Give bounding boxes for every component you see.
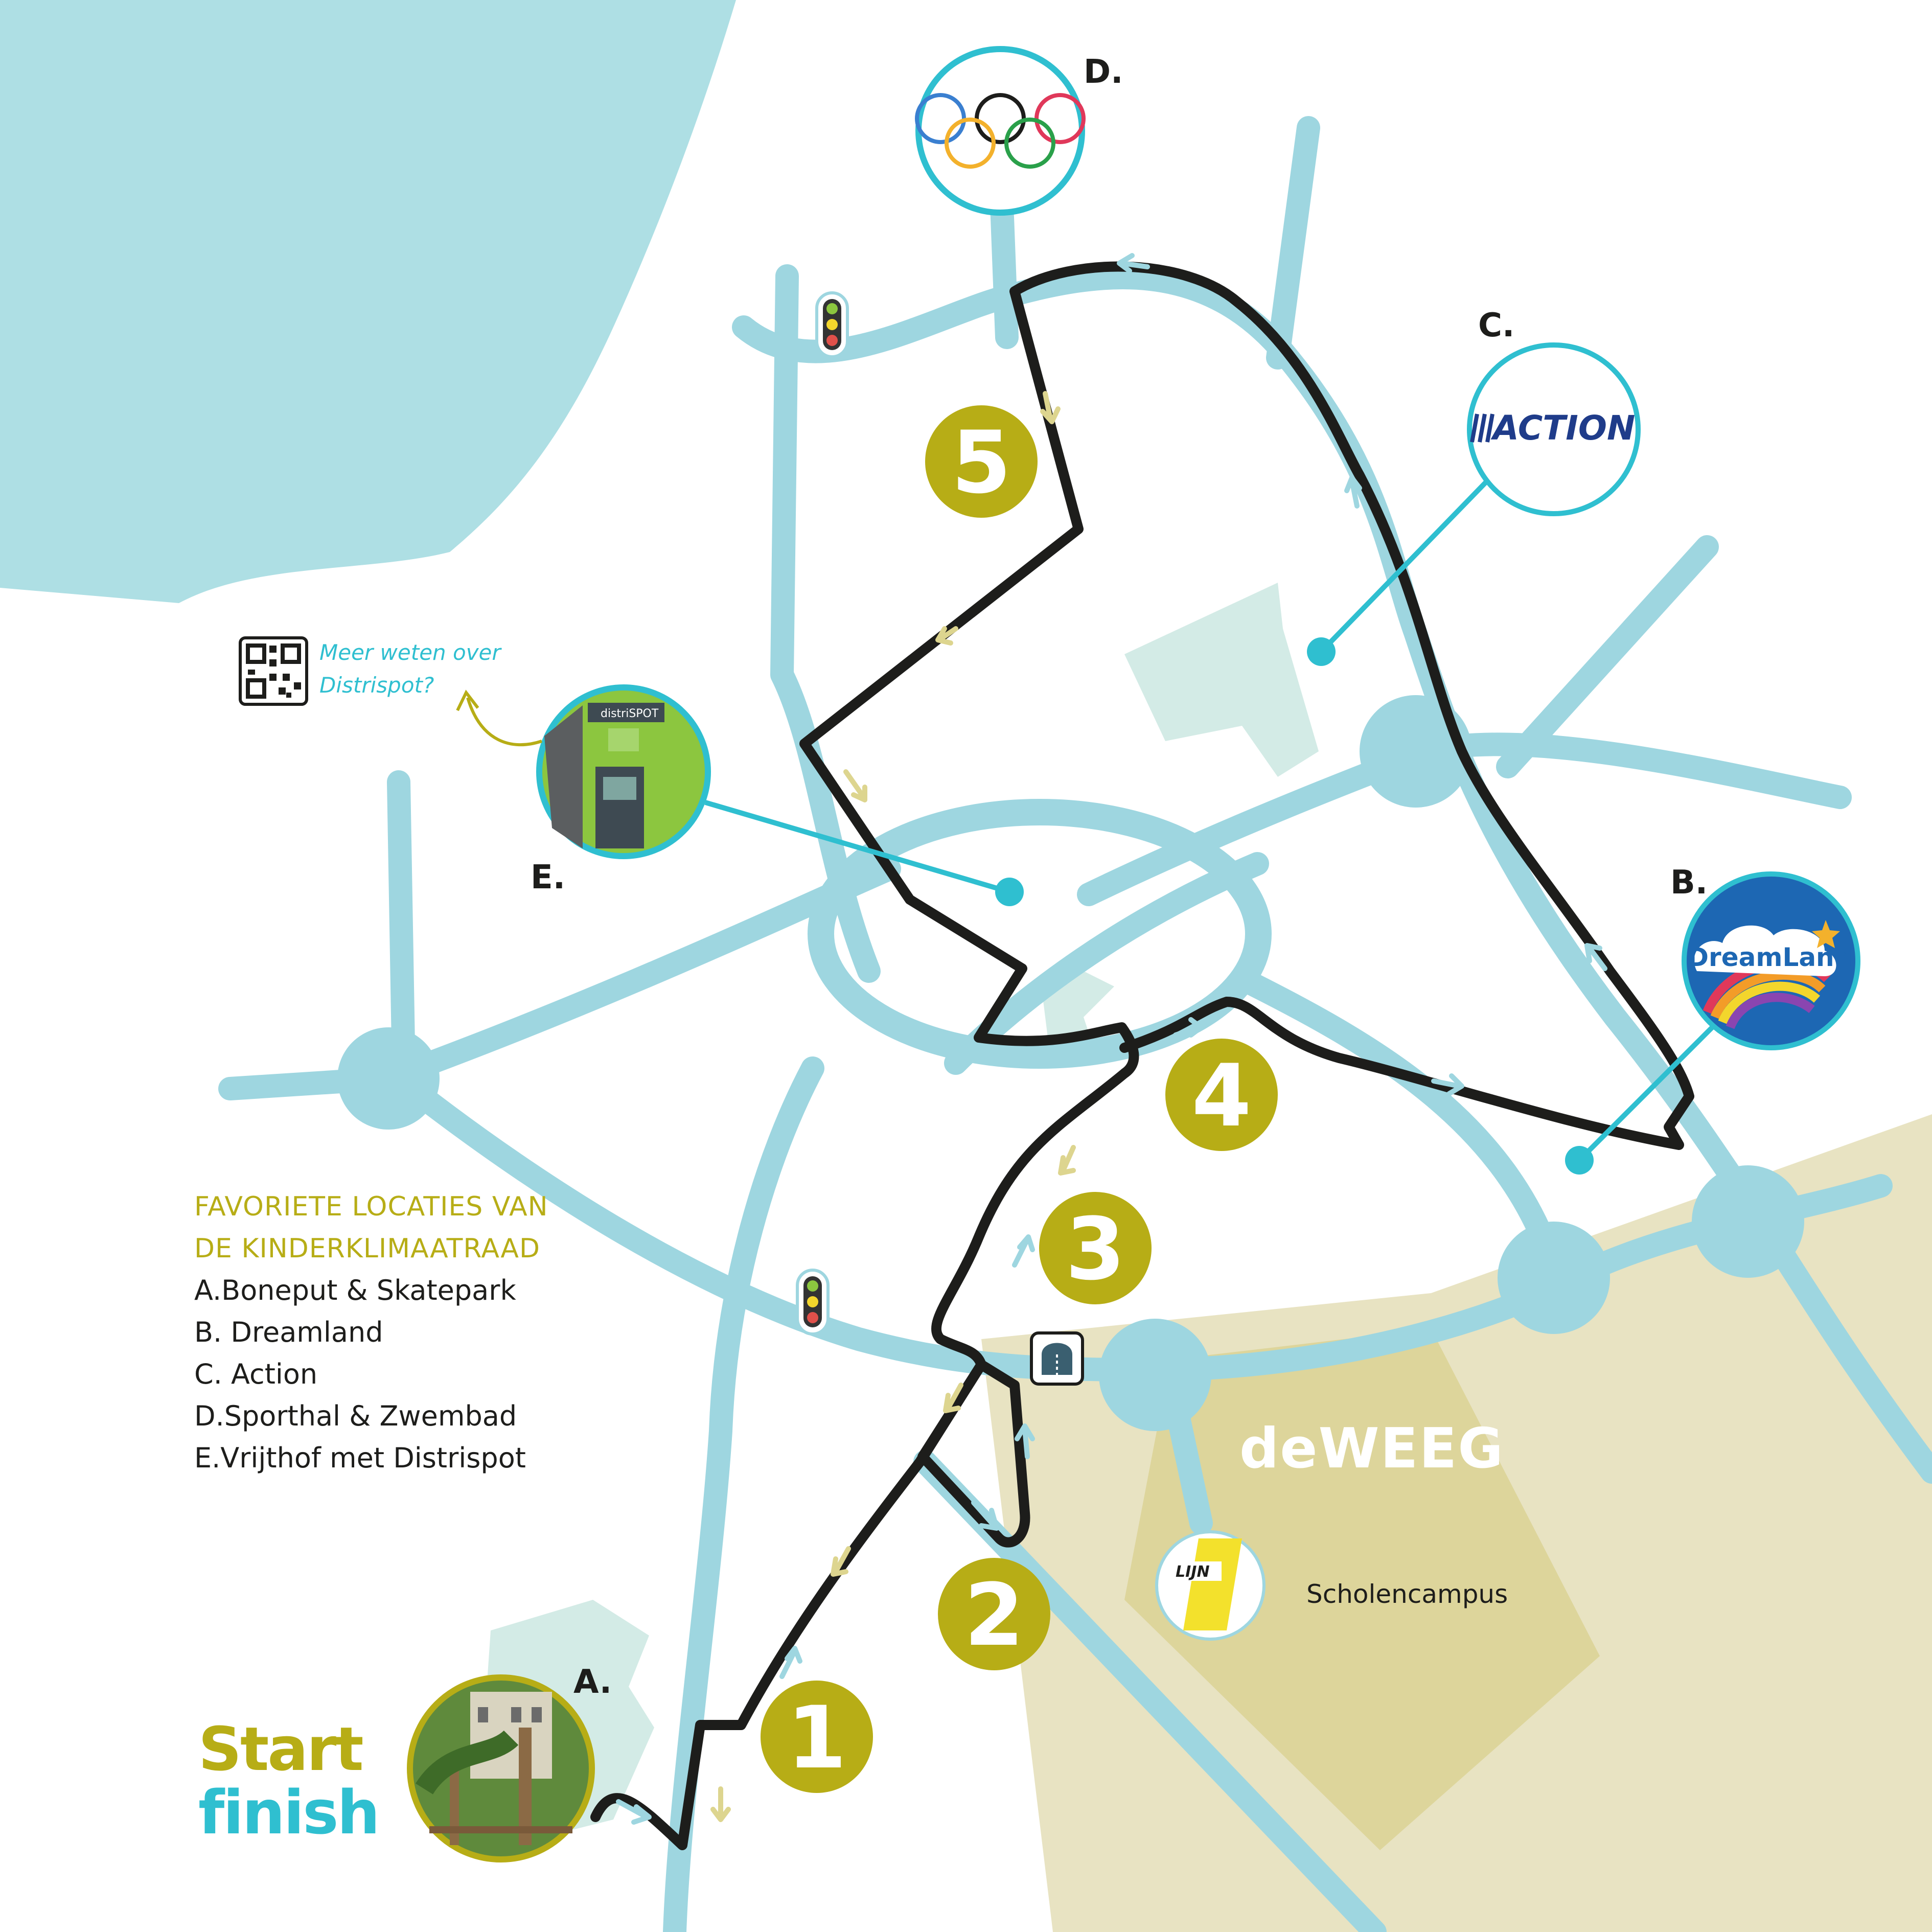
- legend-item-b: B. Dreamland: [194, 1316, 383, 1348]
- qr-note-line2: Distrispot?: [319, 673, 434, 698]
- route-arrow-icon: [1058, 1145, 1076, 1176]
- location-d-badge[interactable]: [915, 46, 1086, 216]
- route-arrow-icon: [779, 1646, 802, 1679]
- legend-item-c: C. Action: [194, 1358, 318, 1390]
- route-arrow-icon: [935, 626, 958, 646]
- dreamland-logo-text: DreamLand: [1688, 942, 1853, 972]
- route-arrow-icon: [1012, 1234, 1035, 1268]
- route-arrow-icon: [616, 1799, 652, 1825]
- step-3-marker: 3: [1039, 1192, 1152, 1304]
- location-e-letter: E.: [531, 859, 565, 896]
- route-arrow-icon: [1015, 1423, 1035, 1459]
- finish-label: finish: [198, 1777, 380, 1848]
- svg-text:3: 3: [1066, 1199, 1125, 1299]
- route-arrow-icon: [1344, 475, 1362, 509]
- action-logo: ACTION: [1470, 408, 1635, 448]
- legend-title-line2: DE KINDERKLIMAATRAAD: [194, 1233, 541, 1264]
- traffic-light-icon: [796, 1269, 830, 1336]
- svg-text:4: 4: [1192, 1046, 1252, 1146]
- location-c-badge[interactable]: ACTION: [1467, 342, 1641, 516]
- star-icon: [1812, 920, 1840, 948]
- location-b-badge[interactable]: DreamLand: [1682, 871, 1860, 1050]
- start-finish-label: Start finish: [198, 1714, 380, 1848]
- legend-item-a: A.Boneput & Skatepark: [194, 1274, 516, 1306]
- location-dot-e: [995, 878, 1024, 906]
- legend-title-line1: FAVORIETE LOCATIES VAN: [194, 1191, 548, 1222]
- step-markers: 1 2 3 4 5: [761, 405, 1278, 1793]
- route-line: [590, 261, 1694, 1850]
- step-2-marker: 2: [938, 1558, 1050, 1670]
- location-d-letter: D.: [1084, 53, 1123, 91]
- route-arrow-icon: [1431, 1073, 1464, 1096]
- route-arrow-icon: [943, 1383, 963, 1413]
- step-5-marker: 5: [925, 405, 1038, 518]
- qr-code-icon[interactable]: [239, 636, 308, 706]
- location-dot-b: [1565, 1146, 1594, 1175]
- legend: FAVORIETE LOCATIES VAN DE KINDERKLIMAATR…: [194, 1186, 548, 1479]
- distrispot-sign: distriSPOT: [601, 707, 659, 720]
- start-label: Start: [198, 1714, 364, 1784]
- cloud-icon: [1694, 925, 1836, 976]
- location-e-badge[interactable]: distriSPOT: [536, 684, 711, 859]
- svg-text:1: 1: [787, 1688, 847, 1788]
- location-pointers: [704, 468, 1719, 1162]
- legend-item-d: D.Sporthal & Zwembad: [194, 1400, 517, 1432]
- location-c-letter: C.: [1478, 307, 1514, 344]
- action-logo-text: ACTION: [1490, 408, 1635, 448]
- scholencampus-label: Scholencampus: [1306, 1579, 1508, 1609]
- olympic-rings-icon: [915, 93, 1086, 169]
- location-b-letter: B.: [1670, 864, 1708, 902]
- bus-stop-icon[interactable]: LIJN: [1155, 1530, 1266, 1641]
- route-arrow-icon: [1040, 391, 1061, 424]
- traffic-light-icon: [815, 291, 849, 358]
- lijn-logo-text: LIJN: [1176, 1563, 1210, 1581]
- route-arrow-icon: [710, 1786, 731, 1822]
- route-arrows: [616, 253, 1607, 1825]
- park-area-c: [1124, 583, 1319, 777]
- route-arrow-icon: [843, 769, 867, 802]
- qr-note: Meer weten over Distrispot?: [319, 636, 501, 702]
- location-a-letter: A.: [573, 1663, 612, 1701]
- roundabouts: [337, 695, 1804, 1431]
- deweeg-logo: deWEEG: [1239, 1417, 1504, 1481]
- route-arrow-icon: [971, 1500, 999, 1531]
- route-arrow-icon: [831, 1546, 851, 1577]
- legend-item-e: E.Vrijthof met Distrispot: [194, 1442, 526, 1474]
- qr-note-line1: Meer weten over: [319, 640, 501, 665]
- vrijthof-ring: [808, 799, 1272, 1069]
- water-area: [0, 0, 736, 603]
- step-4-marker: 4: [1165, 1039, 1278, 1151]
- scholencampus-area: [1124, 1329, 1600, 1850]
- location-dot-c: [1307, 637, 1336, 666]
- qr-pointer-arrow: [466, 697, 542, 746]
- route-arrow-icon: [1173, 1017, 1204, 1038]
- qr-pointer-arrowhead: [456, 689, 479, 711]
- step-1-marker: 1: [761, 1681, 873, 1793]
- route-arrow-icon: [1117, 253, 1150, 273]
- route-arrow-icon: [1584, 943, 1607, 971]
- svg-text:5: 5: [952, 412, 1011, 513]
- svg-text:2: 2: [964, 1565, 1024, 1665]
- tunnel-icon: [1030, 1331, 1084, 1386]
- location-a-badge[interactable]: [407, 1674, 595, 1862]
